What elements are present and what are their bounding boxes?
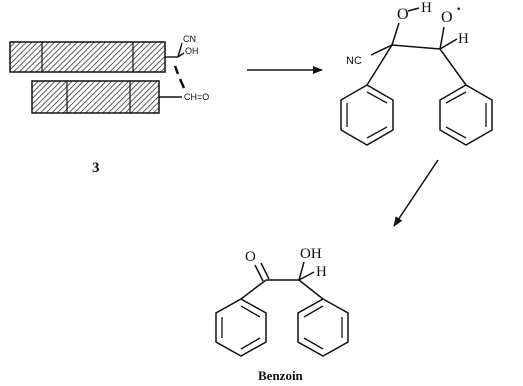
- bond: [366, 44, 393, 86]
- hatched-block: [9, 41, 166, 73]
- module-bottom: CH=O: [31, 80, 209, 114]
- compound-3-diagram: CN OH CH=O 3: [9, 34, 209, 176]
- bond: [439, 26, 445, 50]
- negative-charge: ·: [456, 1, 461, 18]
- carbonyl-double-bond: [260, 262, 270, 280]
- carbonyl-oxygen-label: O: [245, 249, 256, 265]
- bond: [298, 261, 305, 281]
- phenyl-ring-left: [215, 298, 267, 357]
- bond: [177, 52, 185, 58]
- cn-label: CN: [183, 34, 196, 44]
- phenyl-ring-right: [439, 84, 493, 146]
- oh-oxygen-label: O: [397, 6, 409, 23]
- phenyl-ring-right: [297, 298, 349, 357]
- ch-hydrogen-label: H: [458, 31, 469, 47]
- oh-hydrogen-label: H: [421, 0, 432, 16]
- bond: [439, 48, 467, 86]
- bond: [439, 38, 458, 50]
- bond: [391, 22, 400, 46]
- intermediate-structure: O H O · NC H: [340, 0, 493, 146]
- bond: [391, 44, 441, 50]
- reaction-arrow-down: [393, 159, 439, 227]
- methine-hydrogen-label: H: [316, 264, 327, 280]
- bond: [370, 44, 393, 56]
- bond: [407, 7, 420, 12]
- benzoin-name: Benzoin: [258, 368, 304, 383]
- interaction-dashes: [173, 65, 186, 89]
- phenyl-ring-left: [340, 84, 394, 146]
- hatched-block: [31, 80, 160, 114]
- carbonyl-double-bond: [254, 264, 264, 282]
- module-top: CN OH: [9, 34, 199, 73]
- oh-label: OH: [185, 46, 199, 56]
- nitrile-label: NC: [346, 55, 362, 67]
- compound-number: 3: [92, 160, 100, 176]
- benzoin-structure: O OH H Benzoin: [215, 246, 349, 383]
- bond: [177, 42, 183, 58]
- hydroxyl-label: OH: [300, 246, 322, 262]
- bond: [298, 271, 315, 281]
- bond: [298, 279, 324, 300]
- aldehyde-label: CH=O: [184, 92, 209, 102]
- bond: [240, 279, 267, 300]
- alkoxide-oxygen-label: O: [441, 9, 453, 26]
